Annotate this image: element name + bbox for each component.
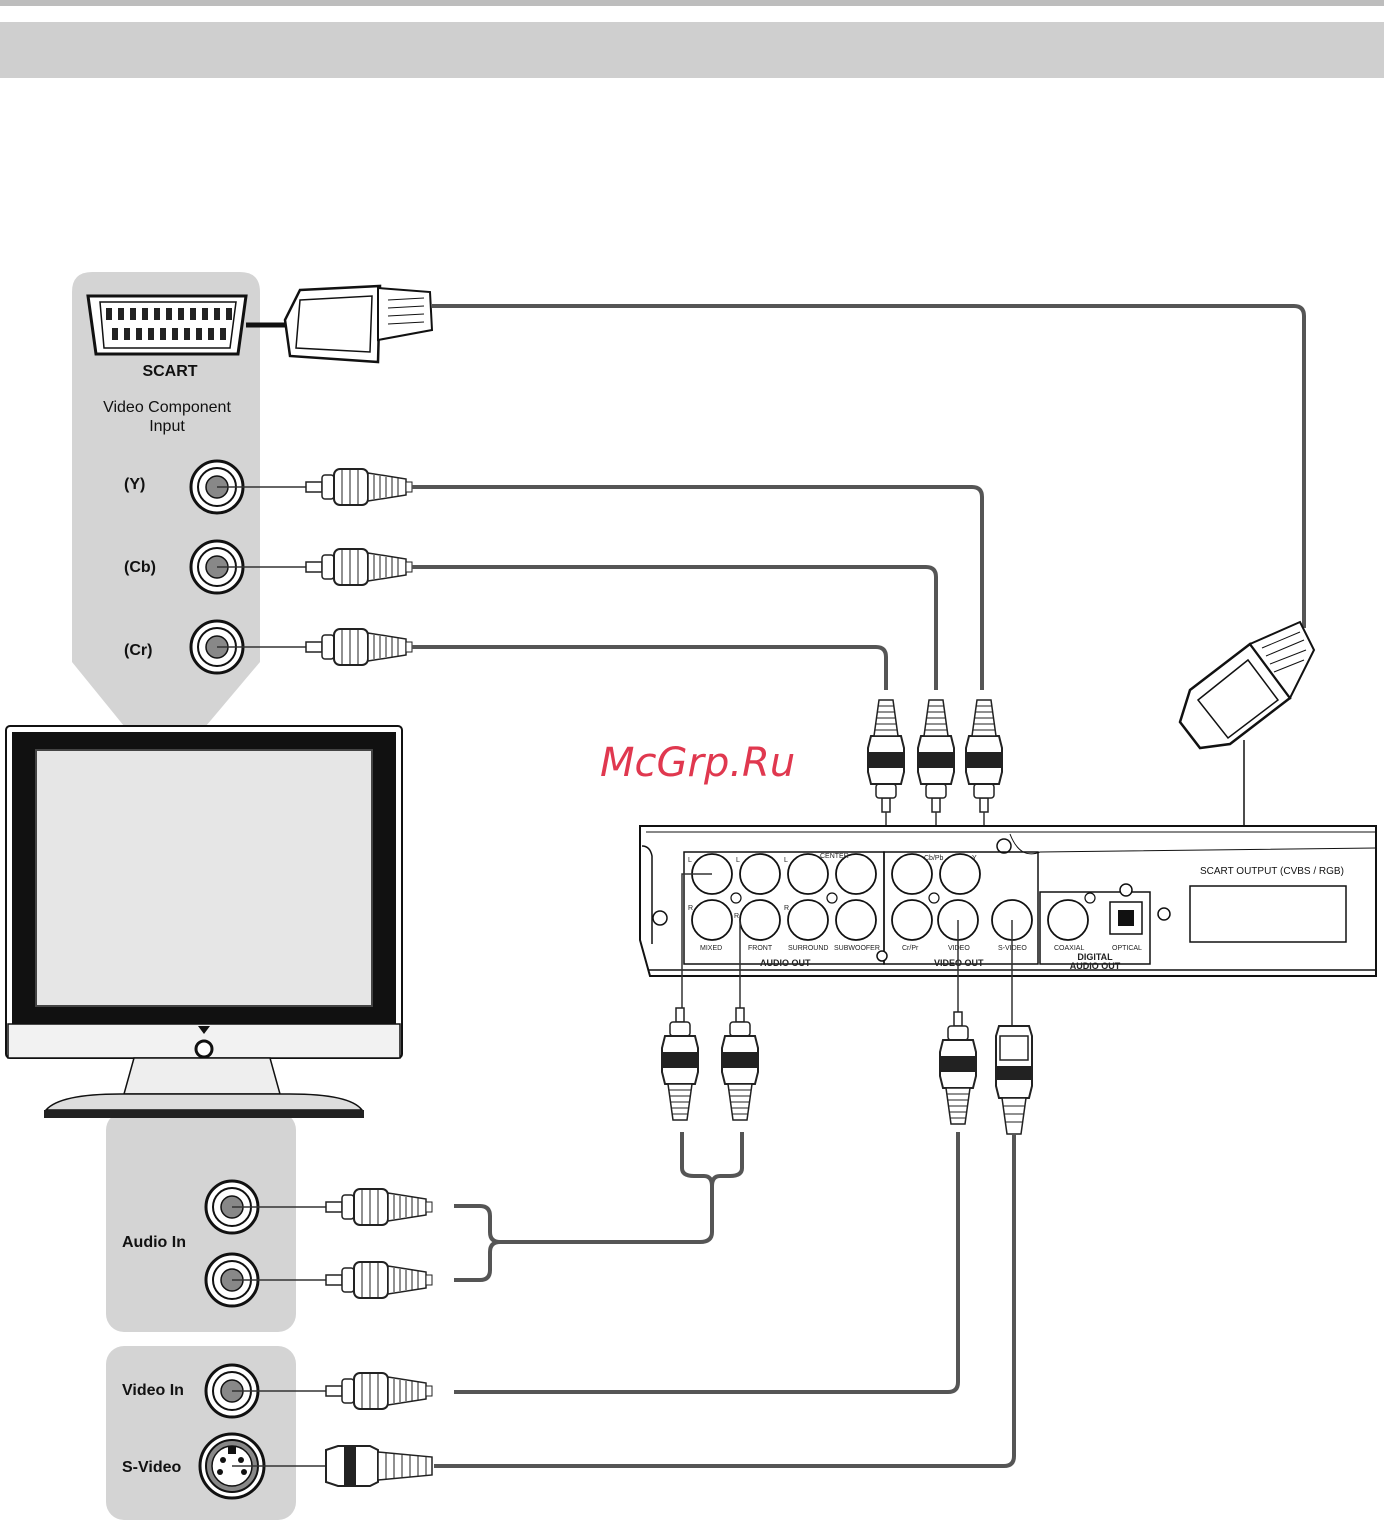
jack-label-y: Y (972, 855, 977, 862)
jack-label-center: CENTER (820, 853, 849, 860)
plug-audio-r-player (722, 1008, 758, 1120)
component-title-line1: Video Component (103, 399, 231, 416)
cable-audio-merge (500, 1132, 712, 1242)
jack-coaxial (1048, 900, 1088, 940)
cb-label: (Cb) (124, 559, 156, 576)
tv-scart-socket (88, 296, 246, 354)
plug-audio-r-tv (326, 1262, 432, 1298)
cable-svideo (434, 1134, 1014, 1466)
jack-label-video: VIDEO (948, 945, 970, 952)
plug-video-tv (326, 1373, 432, 1409)
jack-label-coaxial: COAXIAL (1054, 945, 1084, 952)
cr-label: (Cr) (124, 642, 152, 659)
cable-audio-r-branch (712, 1132, 742, 1186)
plug-video-player (940, 1012, 976, 1124)
plug-cr-tv (306, 629, 412, 665)
jack-label-mixed: MIXED (700, 945, 722, 952)
plug-cr-player (868, 700, 904, 812)
tv-monitor (6, 726, 402, 1118)
svideo-label: S-Video (122, 1459, 182, 1476)
cable-audio-to-l (454, 1206, 500, 1242)
cable-video (454, 1132, 958, 1392)
plug-svideo-player (996, 1026, 1032, 1134)
cable-cb (412, 567, 936, 690)
watermark: McGrp.Ru (600, 740, 795, 786)
video-input-panel (106, 1346, 296, 1520)
jack-label-subwoofer: SUBWOOFER (834, 945, 880, 952)
audio-in-label: Audio In (122, 1234, 186, 1251)
jack-center (836, 854, 876, 894)
jack-label-l1: L (688, 857, 692, 864)
jack-label-surround: SURROUND (788, 945, 828, 952)
plug-cb-player (918, 700, 954, 812)
scart-label: SCART (142, 363, 197, 380)
cable-audio-to-r (454, 1242, 500, 1280)
audio-input-panel (106, 1112, 296, 1332)
jack-label-cbpb: Cb/Pb (924, 855, 944, 862)
scart-output-label: SCART OUTPUT (CVBS / RGB) (1200, 866, 1344, 877)
y-label: (Y) (124, 476, 145, 493)
jack-label-crpr: Cr/Pr (902, 945, 919, 952)
jack-subwoofer (836, 900, 876, 940)
jack-label-r3: R (784, 905, 789, 912)
component-title-line2: Input (149, 418, 185, 435)
jack-r-surround (788, 900, 828, 940)
jack-l-front (740, 854, 780, 894)
jack-label-r1: R (688, 905, 693, 912)
jack-crpr (892, 900, 932, 940)
video-out-label: VIDEO OUT (934, 958, 984, 968)
plug-y-tv (306, 469, 412, 505)
jack-label-l3: L (784, 857, 788, 864)
jack-r-front (740, 900, 780, 940)
jack-optical (1110, 902, 1142, 934)
scart-plug-tv (246, 286, 432, 362)
audio-out-label: AUDIO OUT (760, 958, 811, 968)
plug-y-player (966, 700, 1002, 812)
jack-r-mixed (692, 900, 732, 940)
cable-cr (412, 647, 886, 690)
plug-svideo-tv (326, 1446, 432, 1486)
cable-y (412, 487, 982, 690)
jack-l-surround (788, 854, 828, 894)
video-in-label: Video In (122, 1382, 184, 1399)
digital-audio-out-line2: AUDIO OUT (1070, 961, 1121, 971)
jack-label-front: FRONT (748, 945, 773, 952)
plug-cb-tv (306, 549, 412, 585)
jack-label-optical: OPTICAL (1112, 945, 1142, 952)
plug-audio-l-tv (326, 1189, 432, 1225)
jack-label-l2: L (736, 857, 740, 864)
scart-cable (432, 306, 1304, 628)
plug-audio-l-player (662, 1008, 698, 1120)
jack-label-r2: R (734, 913, 739, 920)
